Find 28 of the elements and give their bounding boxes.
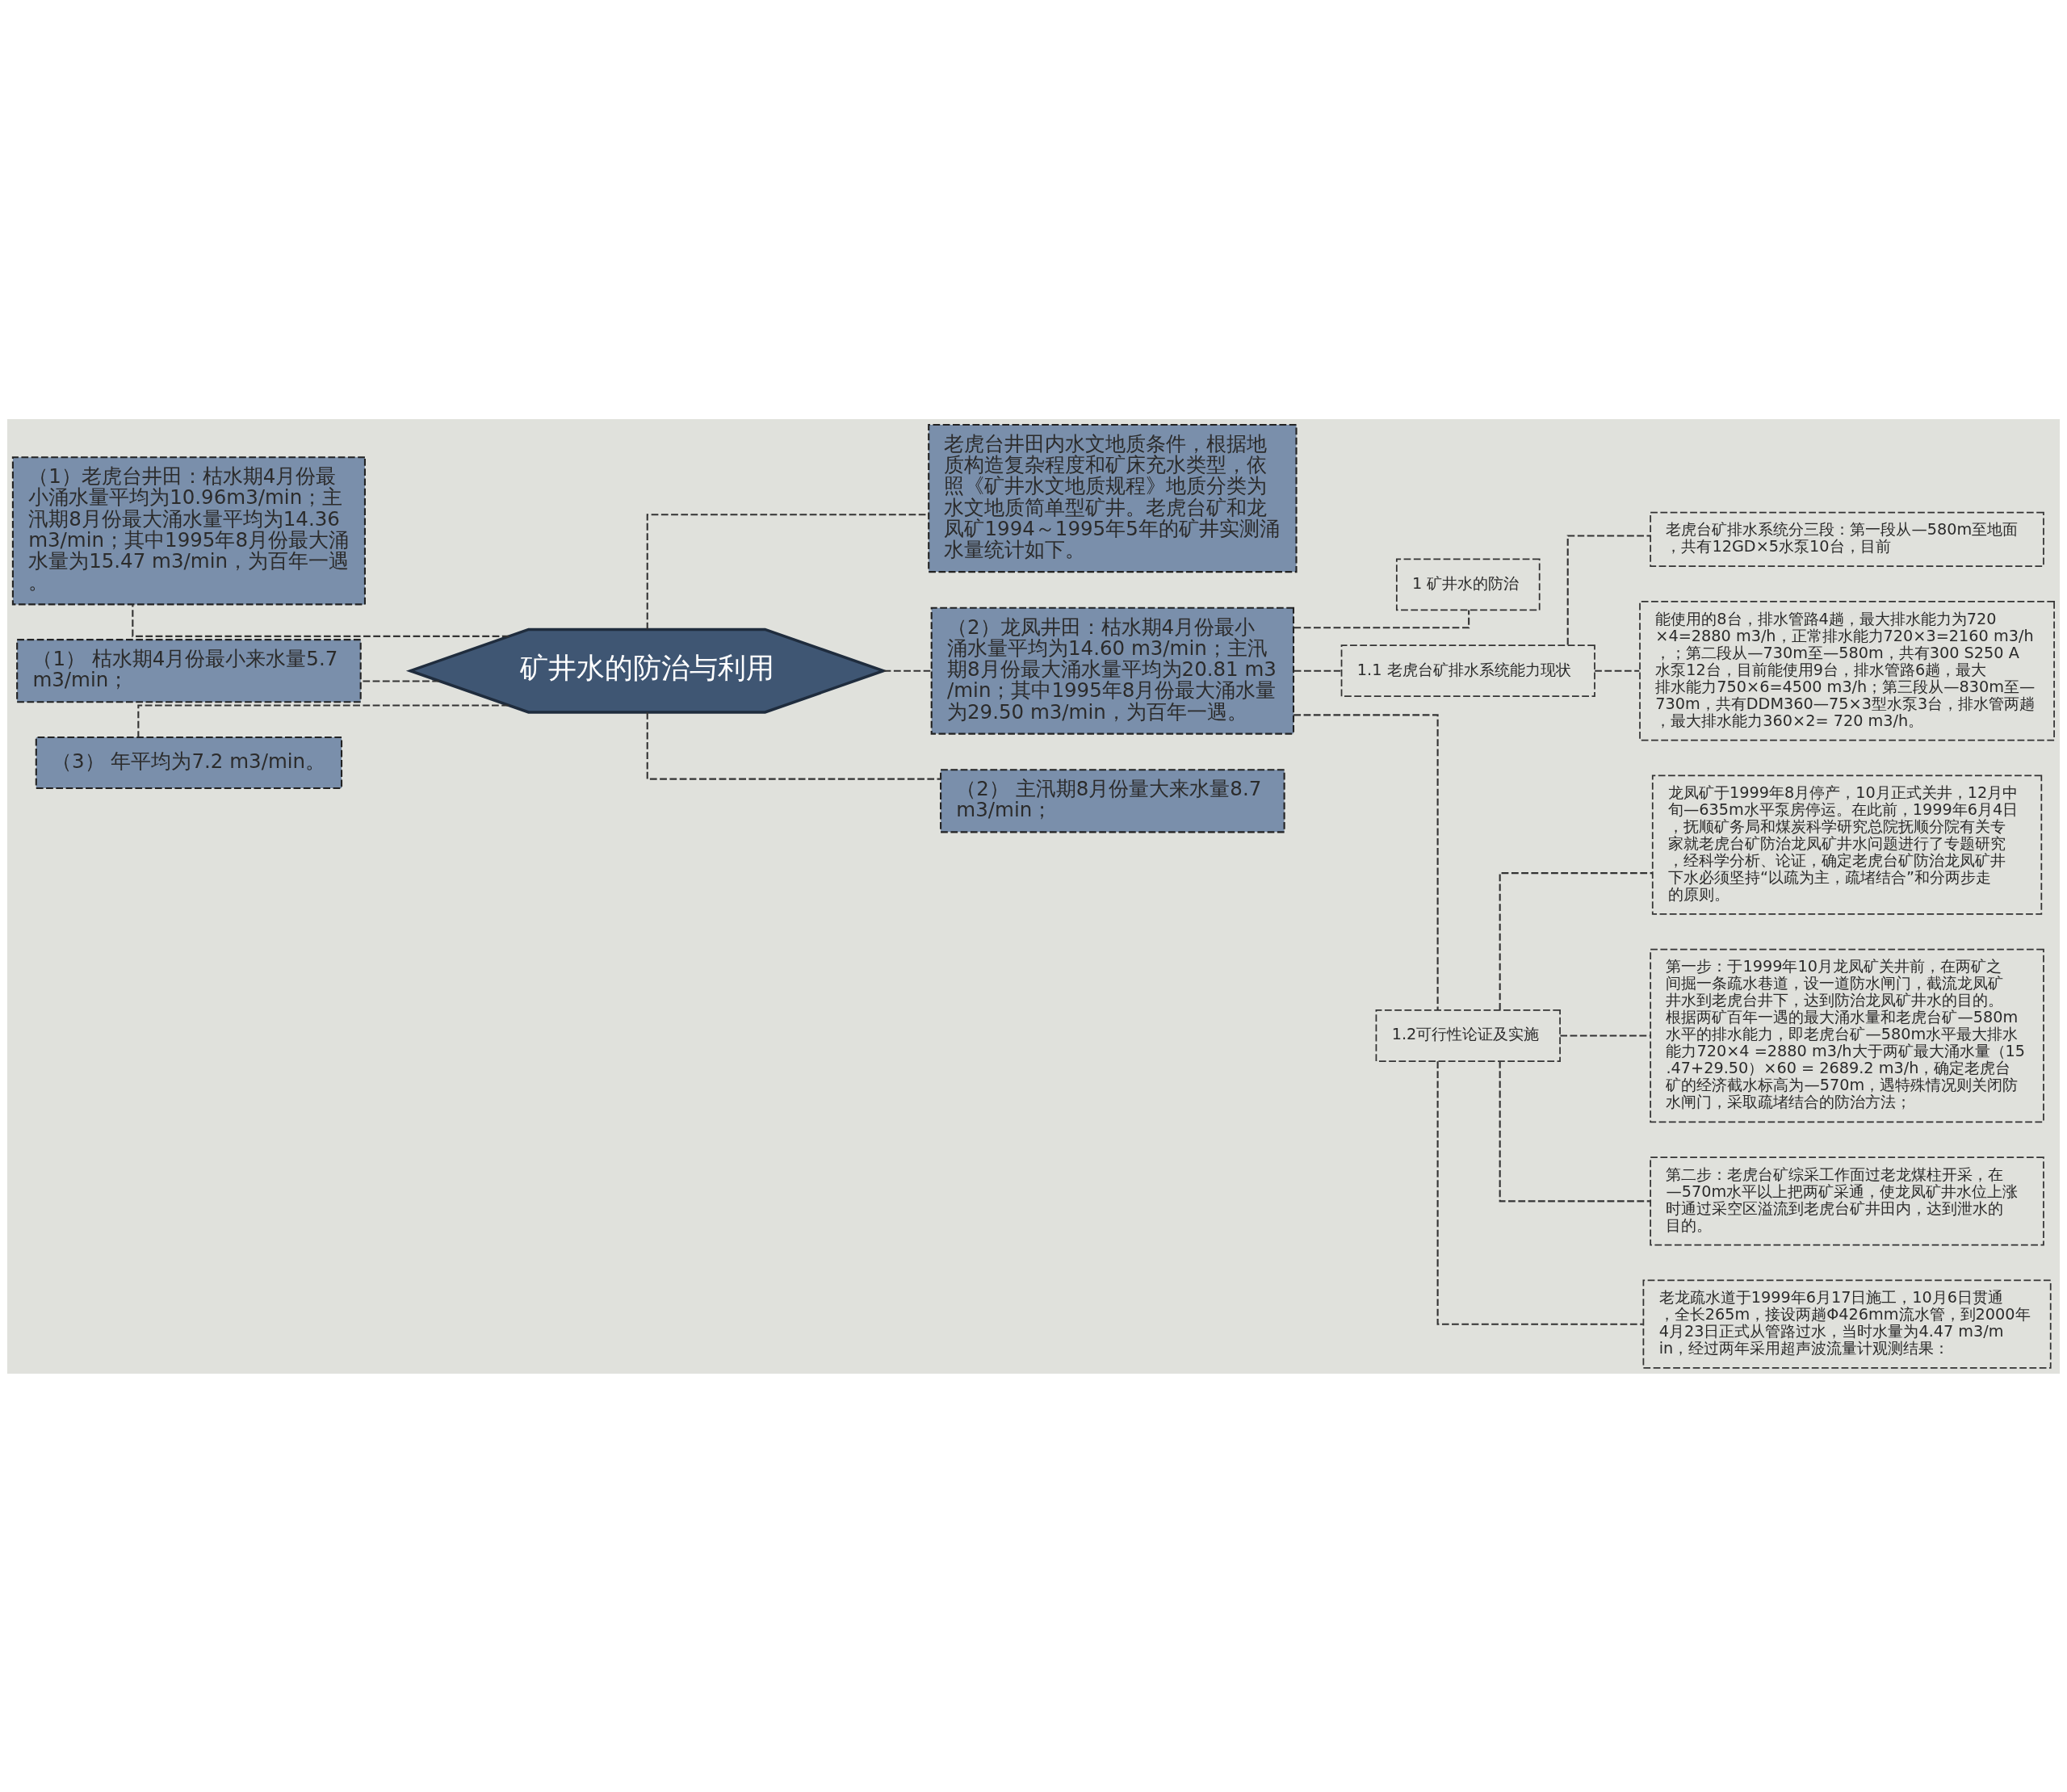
- connector: [1436, 1060, 1643, 1325]
- connector: [646, 711, 941, 780]
- connector: [1595, 669, 1640, 672]
- connector: [360, 680, 440, 682]
- node-box: 能使用的8台，排水管路4趟，最大排水能力为720×4=2880 m3/h，正常排水能力720×3=2160 m3/h，；第二段从—730m至—580m，共有300 S250 A水泵12台，目前能使用9台，排水管路6趟，最大排水能力750×6=4500 m3/h；第三段从—830m至—730m，共有DDM360—75×3型水泵3台，排水管两趟，最大排水能力360×2= 720 m3/h。: [1639, 600, 2055, 741]
- node-box: 老虎台矿排水系统分三段：第一段从—580m至地面，共有12GD×5水泵10台，目前: [1650, 511, 2044, 567]
- connector: [137, 704, 509, 737]
- node-box: （3） 年平均为7.2 m3/min。: [35, 736, 343, 789]
- connector: [1293, 669, 1341, 672]
- node-box: 1.2可行性论证及实施: [1375, 1009, 1561, 1062]
- connector: [1499, 1060, 1650, 1202]
- node-box: （2）龙凤井田：枯水期4月份最小涌水量平均为14.60 m3/min；主汛期8月份最大涌水量平均为20.81 m3/min；其中1995年8月份最大涌水量为29.50 m3/min，为百年一遇。: [930, 606, 1295, 735]
- node-box: 老龙疏水道于1999年6月17日施工，10月6日贯通，全长265m，接设两趟Φ426mm流水管，到2000年4月23日正式从管路过水，当时水量为4.47 m3/min，经过两年采用超声波流量计观测结果：: [1642, 1279, 2052, 1369]
- node-box: 龙凤矿于1999年8月停产，10月正式关井，12月中旬—635m水平泵房停运。在此前，1999年6月4日，抚顺矿务局和煤炭科学研究总院抚顺分院有关专家就老虎台矿防治龙凤矿井水问题进行了专题研究，经科学分析、论证，确定老虎台矿防治龙凤矿井下水必须坚持“以疏为主，疏堵结合”和分两步走的原则。: [1651, 774, 2043, 915]
- node-box: （2） 主汛期8月份量大来水量8.7 m3/min；: [940, 768, 1285, 833]
- node-box: 1.1 老虎台矿排水系统能力现状: [1340, 644, 1595, 697]
- connector: [1293, 713, 1439, 1010]
- node-box: 老虎台井田内水文地质条件，根据地质构造复杂程度和矿床充水类型，依照《矿井水文地质规程》地质分类为水文地质简单型矿井。老虎台矿和龙凤矿1994～1995年5年的矿井实测涌水量统计如下。: [928, 423, 1298, 573]
- connector: [1560, 1034, 1650, 1037]
- connector: [883, 669, 932, 672]
- connector: [1566, 534, 1651, 644]
- node-box: （1）老虎台井田：枯水期4月份最小涌水量平均为10.96m3/min；主汛期8月份最大涌水量平均为14.36 m3/min；其中1995年8月份最大涌水量为15.47 m3/min，为百年一遇。: [11, 455, 366, 605]
- connector: [132, 604, 509, 637]
- node-box: 第一步：于1999年10月龙凤矿关井前，在两矿之间掘一条疏水巷道，设一道防水闸门，截流龙凤矿井水到老虎台井下，达到防治龙凤矿井水的目的。根据两矿百年一遇的最大涌水量和老虎台矿—580m水平的排水能力，即老虎台矿—580m水平最大排水能力720×4 =2880 m3/h大于两矿最大涌水量（15.47+29.50）×60 = 2689.2 m3/h，确定老虎台矿的经济截水标高为—570m，遇特殊情况则关闭防水闸门，采取疏堵结合的防治方法；: [1650, 948, 2044, 1123]
- node-box: 1 矿井水的防治: [1395, 558, 1541, 611]
- connector: [1499, 871, 1653, 1010]
- node-box: （1） 枯水期4月份最小来水量5.7 m3/min；: [16, 638, 362, 703]
- node-box: 第二步：老虎台矿综采工作面过老龙煤柱开采，在—570m水平以上把两矿采通，使龙凤矿井水位上涨时通过采空区溢流到老虎台矿井田内，达到泄水的目的。: [1650, 1156, 2044, 1246]
